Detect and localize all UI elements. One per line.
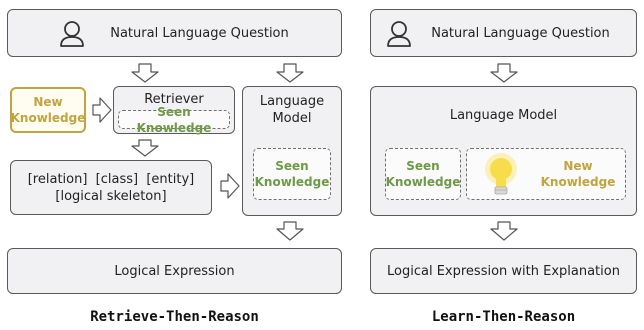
- new-knowledge-line2: Knowledge: [10, 111, 86, 125]
- seen-knowledge-line2: Knowledge: [385, 175, 461, 189]
- language-model-line1: Language: [259, 94, 325, 109]
- left-caption: Retrieve-Then-Reason: [90, 309, 259, 325]
- skeleton-box: [relation] [class] [entity] [logical ske…: [10, 160, 212, 215]
- right-output-box: Logical Expression with Explanation: [370, 248, 637, 294]
- seen-knowledge-line1: Seen: [275, 159, 309, 173]
- hollow-arrow-icon: [490, 63, 518, 83]
- hollow-arrow-icon: [276, 63, 304, 83]
- seen-knowledge-inline-label: Seen Knowledge: [136, 104, 212, 135]
- seen-knowledge-inline: Seen Knowledge: [118, 105, 230, 135]
- left-question-box: Natural Language Question: [7, 9, 342, 57]
- new-knowledge-line2: Knowledge: [540, 175, 616, 189]
- skeleton-line1: [relation] [class] [entity]: [27, 171, 195, 187]
- new-knowledge-line1: New: [33, 95, 63, 109]
- retriever-label: Retriever: [144, 92, 204, 107]
- question-label: Natural Language Question: [110, 25, 289, 41]
- person-icon: [385, 19, 413, 49]
- right-question-box: Natural Language Question: [370, 9, 637, 57]
- hollow-arrow-icon: [131, 139, 159, 157]
- language-model-line2: Model: [272, 111, 312, 126]
- lightbulb-icon: [485, 153, 517, 197]
- question-label: Natural Language Question: [431, 25, 610, 41]
- right-new-knowledge-box: New Knowledge: [466, 148, 626, 200]
- left-output-box: Logical Expression: [7, 248, 342, 294]
- right-seen-knowledge-box: Seen Knowledge: [385, 148, 461, 200]
- new-knowledge-box: New Knowledge: [10, 87, 86, 133]
- hollow-arrow-icon: [92, 97, 112, 123]
- hollow-arrow-icon: [276, 221, 304, 241]
- seen-knowledge-line2: Knowledge: [254, 175, 330, 189]
- right-caption: Learn-Then-Reason: [431, 309, 576, 325]
- output-label: Logical Expression with Explanation: [387, 263, 620, 279]
- output-label: Logical Expression: [114, 263, 235, 279]
- left-seen-knowledge-box: Seen Knowledge: [253, 148, 331, 200]
- new-knowledge-line1: New: [563, 159, 593, 173]
- hollow-arrow-icon: [131, 63, 159, 83]
- hollow-arrow-icon: [490, 221, 518, 241]
- seen-knowledge-line1: Seen: [406, 159, 440, 173]
- hollow-arrow-icon: [220, 173, 240, 199]
- language-model-label: Language Model: [449, 108, 558, 123]
- skeleton-line2: [logical skeleton]: [55, 188, 167, 204]
- person-icon: [58, 19, 86, 49]
